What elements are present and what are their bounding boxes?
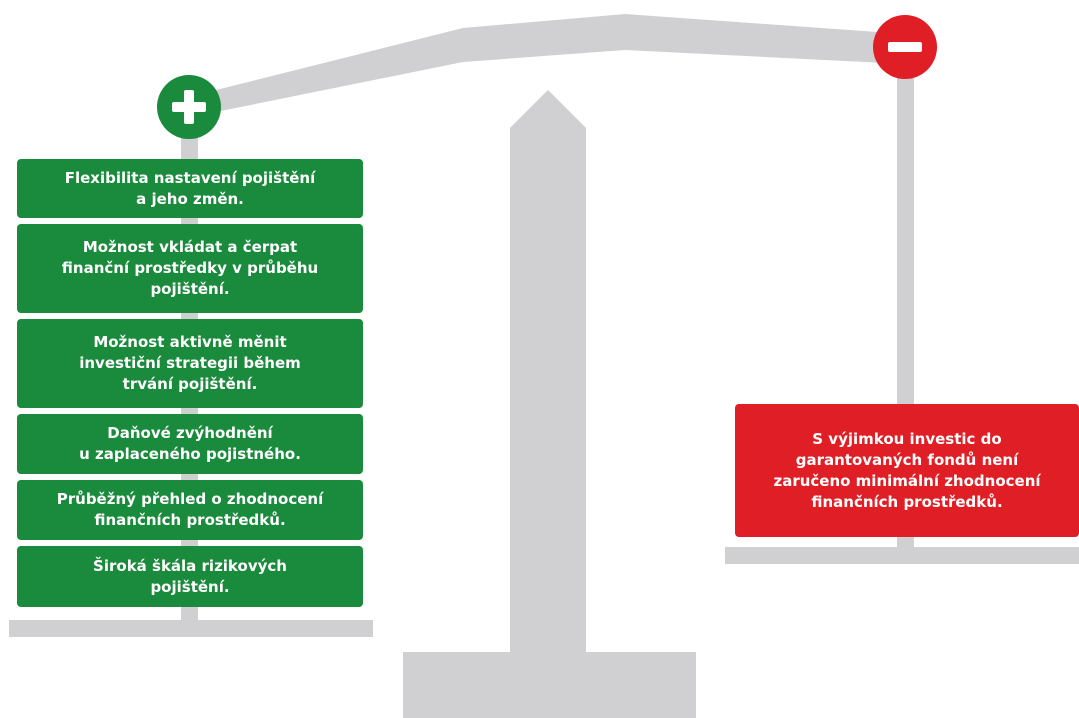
pros-item-investment-strategy: Možnost aktivně měnit investiční strateg…	[17, 319, 363, 408]
pros-item-overview: Průběžný přehled o zhodnocení finančních…	[17, 480, 363, 540]
scale-pillar	[510, 90, 586, 652]
pros-item-tax-benefit: Daňové zvýhodnění u zaplaceného pojistné…	[17, 414, 363, 474]
pros-item-flexibility: Flexibilita nastavení pojištění a jeho z…	[17, 159, 363, 218]
plus-icon	[157, 75, 221, 139]
cons-item-no-guarantee: S výjimkou investic do garantovaných fon…	[735, 404, 1079, 537]
pros-item-deposits-withdrawals: Možnost vkládat a čerpat finanční prostř…	[17, 224, 363, 313]
left-pan	[9, 620, 373, 637]
scale-base	[403, 652, 696, 718]
pros-item-risk-insurance: Široká škála rizikových pojištění.	[17, 546, 363, 607]
right-pan	[725, 547, 1079, 564]
minus-icon	[873, 15, 937, 79]
scale-beam	[196, 14, 905, 116]
